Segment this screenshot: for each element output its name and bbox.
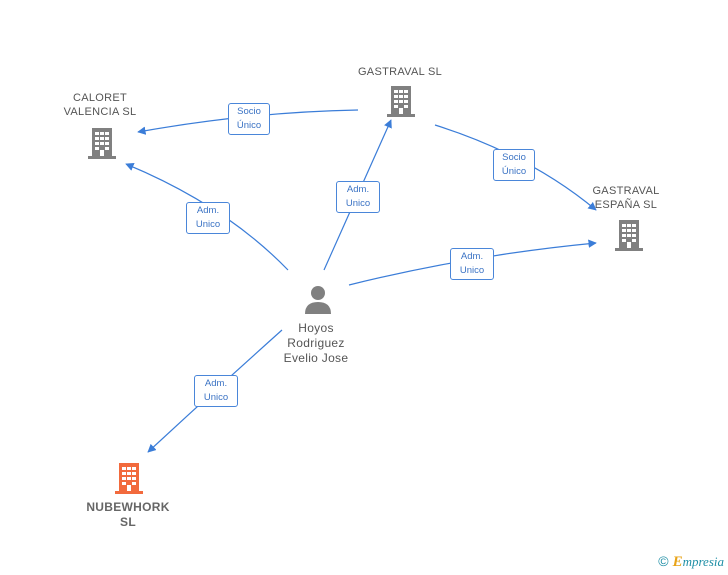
brand-logo-letter: E xyxy=(672,554,683,570)
node-label-gastraval[interactable]: GASTRAVAL SL xyxy=(357,66,443,78)
brand-name: mpresia xyxy=(682,554,724,569)
copyright-symbol: © xyxy=(658,553,669,569)
node-label-gastraval-espana[interactable]: GASTRAVAL ESPAÑA SL xyxy=(592,185,660,211)
node-label-person[interactable]: Hoyos Rodriguez Evelio Jose xyxy=(283,321,349,365)
building-icon[interactable] xyxy=(86,126,118,160)
node-label-caloret[interactable]: CALORET VALENCIA SL xyxy=(63,92,137,118)
building-icon[interactable] xyxy=(385,84,417,118)
edge-label-person-nubewhork[interactable]: Adm. Unico xyxy=(194,375,238,407)
edge-label-person-gastraval-espana[interactable]: Adm. Unico xyxy=(450,248,494,280)
edge-label-gastraval-caloret[interactable]: Socio Único xyxy=(228,103,270,135)
person-icon[interactable] xyxy=(302,284,334,316)
edge-label-person-caloret[interactable]: Adm. Unico xyxy=(186,202,230,234)
edge-label-person-gastraval[interactable]: Adm. Unico xyxy=(336,181,380,213)
building-icon-highlighted[interactable] xyxy=(113,461,145,495)
building-icon[interactable] xyxy=(613,218,645,252)
footer-brand: ©Empresia xyxy=(658,553,724,571)
node-label-nubewhork[interactable]: NUBEWHORK SL xyxy=(86,500,170,529)
edge-label-gastraval-gastraval-espana[interactable]: Socio Único xyxy=(493,149,535,181)
